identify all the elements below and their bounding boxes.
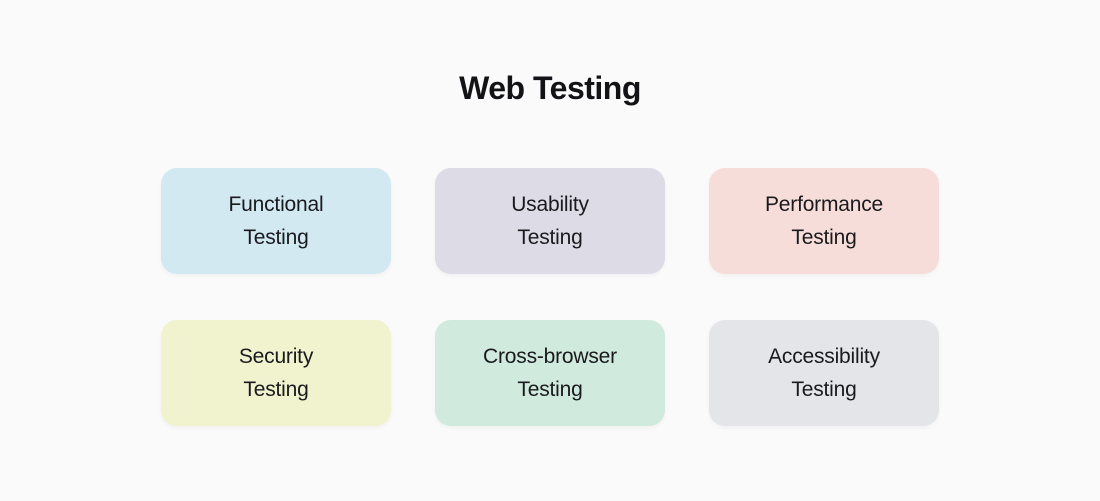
page-title: Web Testing xyxy=(459,70,641,106)
card-label-line2: Testing xyxy=(243,378,309,401)
card-performance-testing: Performance Testing xyxy=(709,168,939,274)
card-label-line2: Testing xyxy=(791,378,857,401)
card-label-line2: Testing xyxy=(517,226,583,249)
card-label-line1: Accessibility xyxy=(768,345,880,368)
card-label-line1: Security xyxy=(238,345,314,368)
card-label-line1: Cross-browser xyxy=(483,345,617,368)
card-usability-testing: Usability Testing xyxy=(435,168,665,274)
card-security-testing: Security Testing xyxy=(161,320,391,426)
card-label-line1: Usability xyxy=(511,193,589,216)
card-cross-browser-testing: Cross-browser Testing xyxy=(435,320,665,426)
card-label-line1: Functional xyxy=(228,193,324,216)
card-label-line1: Performance xyxy=(764,193,884,216)
card-label-line2: Testing xyxy=(791,226,857,249)
card-functional-testing: Functional Testing xyxy=(161,168,391,274)
card-accessibility-testing: Accessibility Testing xyxy=(709,320,939,426)
card-label-line2: Testing xyxy=(243,226,309,249)
cards-grid: Functional Testing Usability Testing Per… xyxy=(161,168,939,426)
card-label-line2: Testing xyxy=(517,378,583,401)
